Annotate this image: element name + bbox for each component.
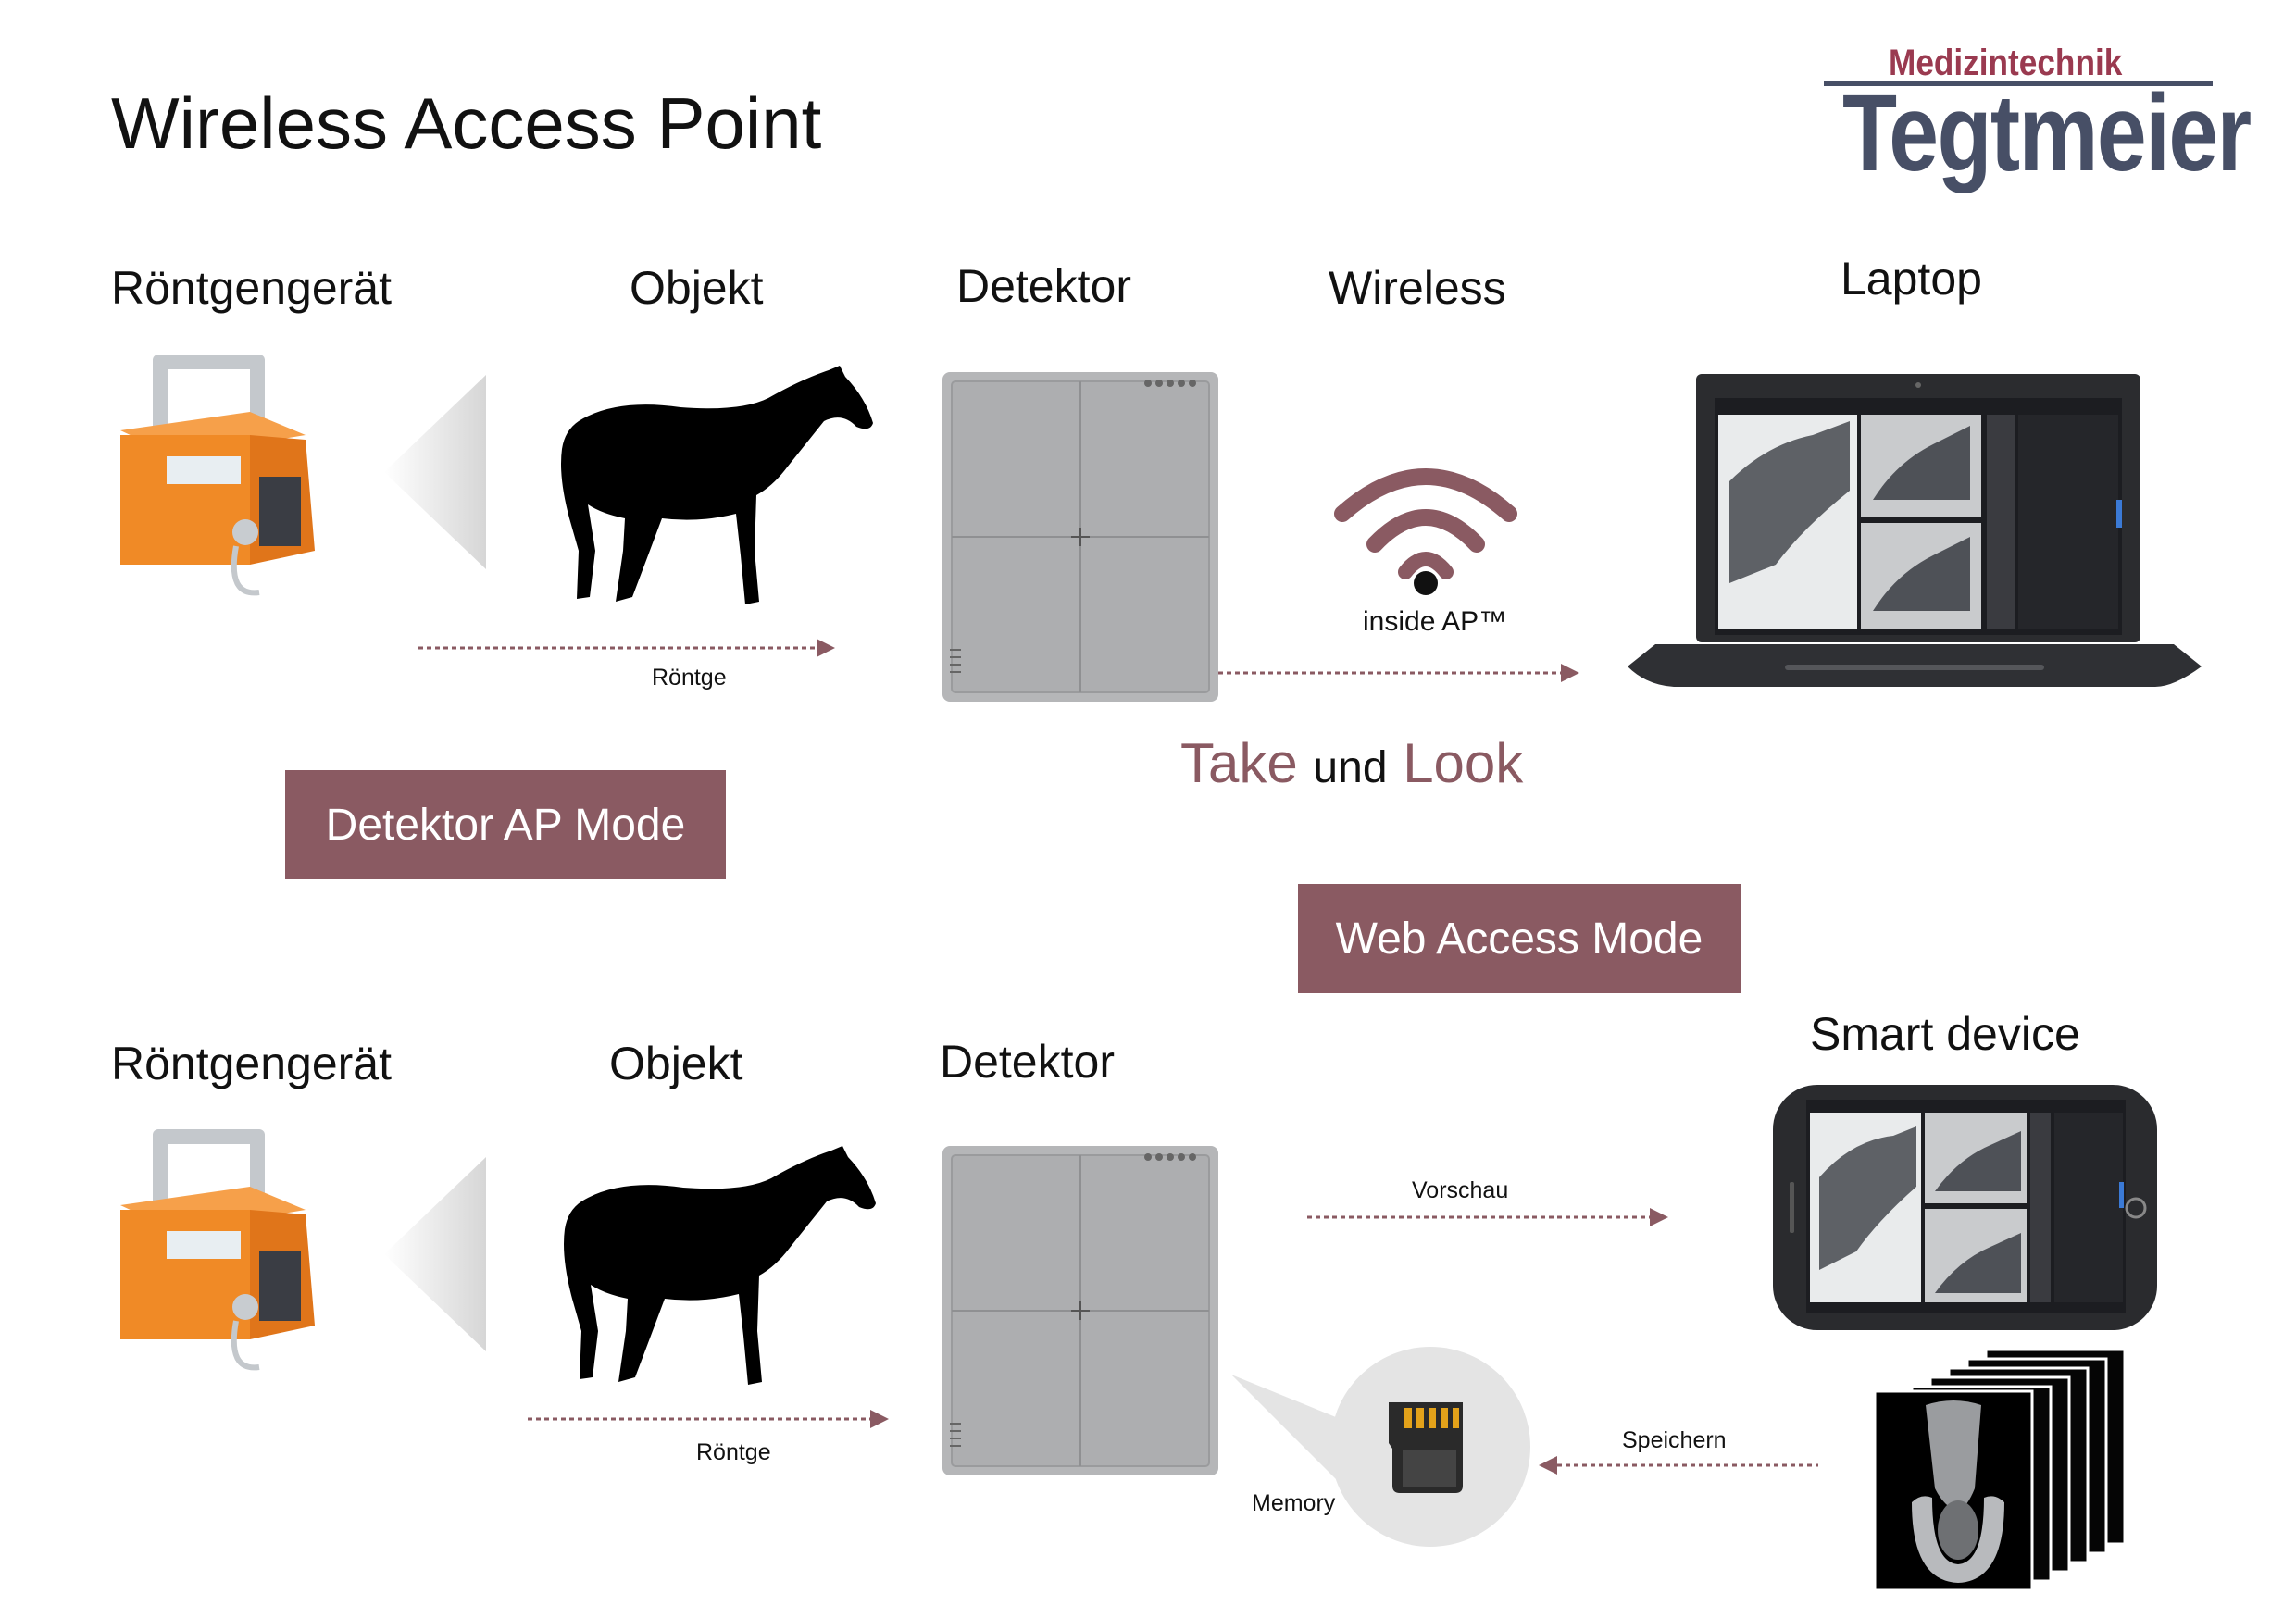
xray-beam-top [384, 375, 486, 569]
detector-panel-top [942, 372, 1218, 702]
wifi-icon [1334, 468, 1517, 595]
label-xray-bottom: Röntgengerät [111, 1038, 393, 1089]
xray-beam-bottom [384, 1157, 486, 1351]
xray-device-top [120, 355, 315, 596]
logo-rule [1824, 81, 2213, 86]
label-laptop: Laptop [1841, 253, 1982, 305]
take-und-look-slogan: Take und Look [1180, 731, 1523, 795]
memory-label: Memory [1252, 1490, 1336, 1516]
slogan-und: und [1313, 743, 1388, 792]
logo-top-text: Medizintechnik [1889, 43, 2123, 83]
arrow-xray-bottom-label: Röntge [696, 1439, 771, 1465]
label-wireless: Wireless [1329, 262, 1506, 314]
arrow-xray-top [418, 639, 835, 657]
slogan-take: Take [1180, 732, 1298, 794]
arrow-save [1539, 1456, 1818, 1475]
horse-silhouette-top [561, 366, 873, 604]
label-object-top: Objekt [630, 262, 764, 314]
page-title: Wireless Access Point [111, 82, 822, 164]
company-logo: Medizintechnik Tegtmeier [1824, 37, 2252, 204]
smart-device-icon [1773, 1085, 2157, 1330]
preview-label: Vorschau [1412, 1177, 1509, 1203]
laptop-icon [1628, 374, 2202, 687]
xray-film-stack [1875, 1350, 2127, 1590]
wifi-badge-text: inside AP™ [1363, 606, 1507, 637]
save-label: Speichern [1622, 1427, 1727, 1453]
horse-silhouette-bottom [564, 1146, 876, 1385]
logo-main-text: Tegtmeier [1842, 72, 2252, 194]
arrow-detector-laptop [1218, 664, 1579, 682]
memory-bubble [1231, 1347, 1530, 1547]
detector-panel-bottom [942, 1146, 1218, 1475]
arrow-xray-bottom [528, 1410, 889, 1428]
mode-box-ap: Detektor AP Mode [285, 770, 726, 879]
label-xray-top: Röntgengerät [111, 262, 393, 314]
arrow-xray-top-label: Röntge [652, 665, 727, 691]
xray-device-bottom [120, 1129, 315, 1371]
mode-box-web: Web Access Mode [1298, 884, 1741, 993]
label-smart-device: Smart device [1810, 1008, 2080, 1060]
label-detector-bottom: Detektor [940, 1036, 1115, 1088]
slogan-look: Look [1403, 732, 1524, 794]
arrow-preview [1307, 1208, 1668, 1226]
label-detector-top: Detektor [956, 260, 1131, 312]
label-object-bottom: Objekt [609, 1038, 743, 1089]
